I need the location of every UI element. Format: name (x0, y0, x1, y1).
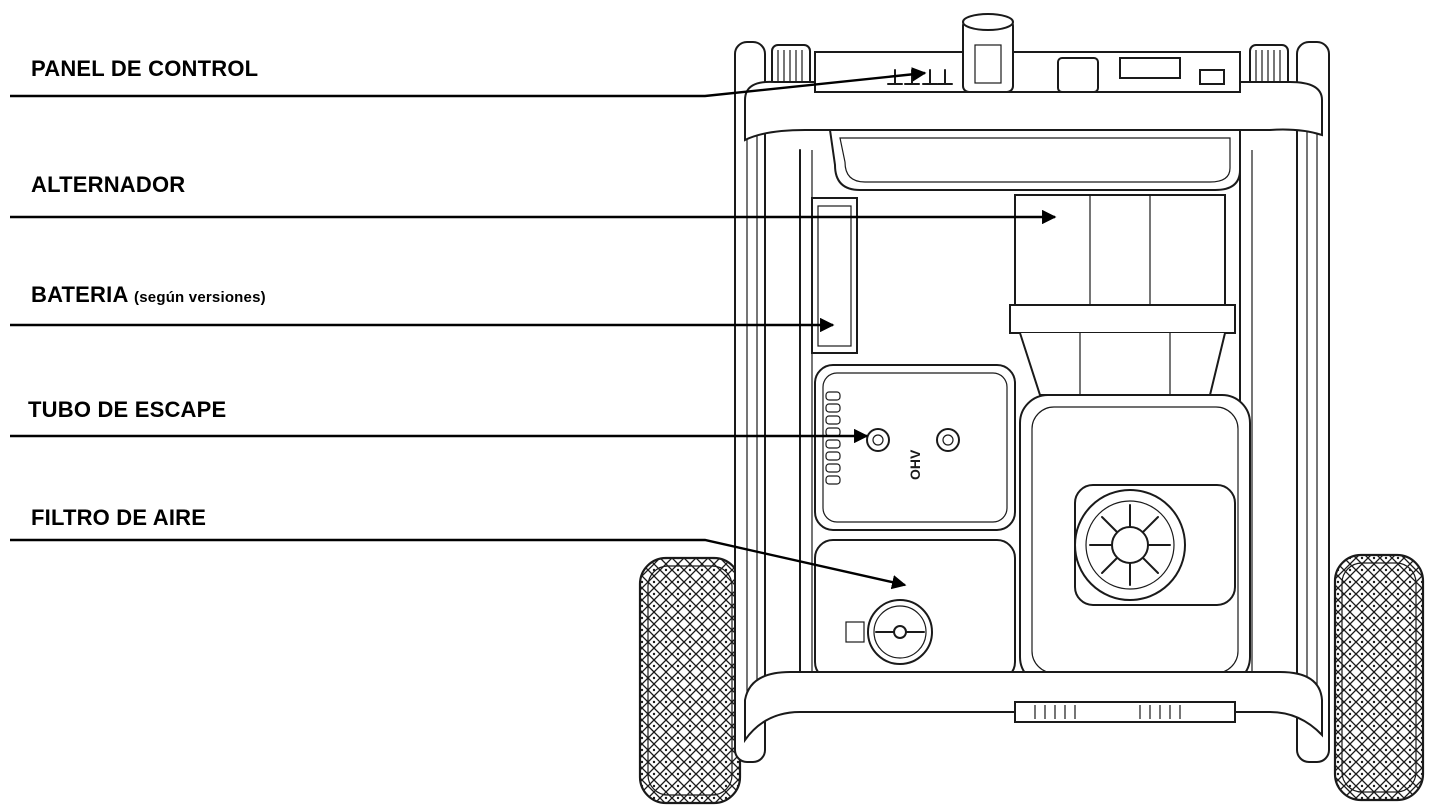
exhaust-muffler: OHV (814, 364, 1016, 531)
top-handle (744, 80, 1323, 142)
right-wheel (1333, 553, 1425, 802)
engine-mark-text: OHV (907, 449, 923, 480)
leader-panel (10, 67, 927, 98)
fuel-tank (828, 129, 1241, 191)
label-panel-de-control: PANEL DE CONTROL (31, 56, 259, 81)
battery (811, 197, 858, 354)
leader-air-filter (10, 538, 907, 590)
control-panel (814, 51, 1241, 93)
label-bateria-text: BATERIA (31, 282, 128, 307)
recoil-starter (1019, 394, 1251, 686)
air-filter (814, 539, 1016, 681)
engine-base (1014, 701, 1236, 723)
label-filtro-de-aire: FILTRO DE AIRE (31, 505, 207, 530)
label-tubo-de-escape: TUBO DE ESCAPE (28, 397, 227, 422)
label-bateria-note: (según versiones) (134, 289, 266, 306)
label-bateria: BATERIA (según versiones) (31, 282, 266, 308)
alternator (1009, 194, 1236, 396)
left-wheel (638, 556, 742, 805)
fuel-cap (962, 13, 1014, 93)
label-alternador: ALTERNADOR (31, 172, 186, 197)
